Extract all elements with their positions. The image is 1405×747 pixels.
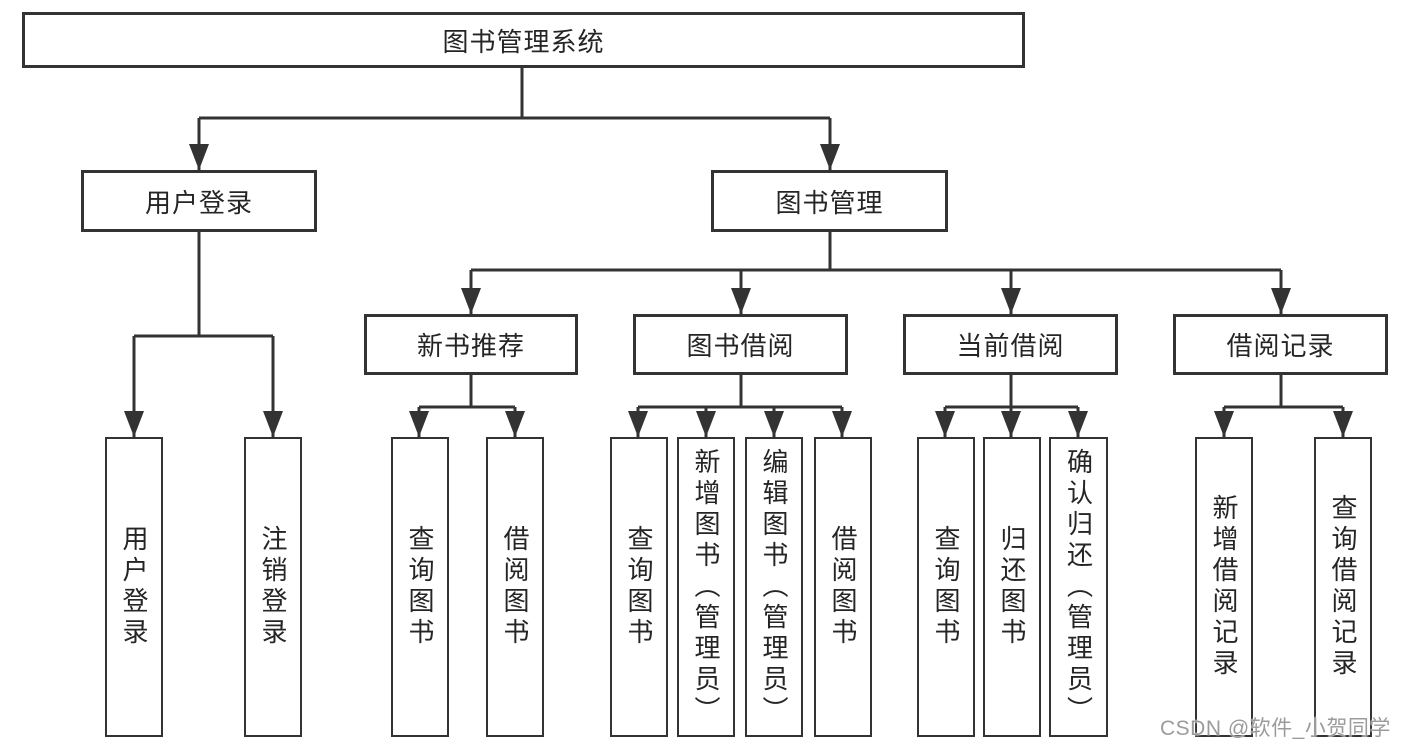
node-query-books-borrowing: 查询图书 (610, 437, 668, 737)
node-book-management-label: 图书管理 (775, 187, 884, 218)
node-borrow-books-recommend-label: 借阅图书 (500, 525, 530, 649)
node-user-login: 用户登录 (81, 170, 317, 232)
node-library-system: 图书管理系统 (22, 12, 1025, 68)
node-library-system-label: 图书管理系统 (442, 26, 605, 57)
node-borrow-books-leaf-label: 借阅图书 (828, 525, 858, 649)
node-query-books-current: 查询图书 (917, 437, 975, 737)
node-logout-leaf-label: 注销登录 (258, 525, 288, 649)
node-borrowing-records: 借阅记录 (1173, 314, 1388, 375)
node-query-books-borrowing-label: 查询图书 (624, 525, 654, 649)
node-new-book-recommend-label: 新书推荐 (416, 331, 525, 361)
node-borrow-books-leaf: 借阅图书 (814, 437, 872, 737)
node-user-login-leaf-label: 用户登录 (119, 525, 149, 649)
node-user-login-label: 用户登录 (144, 187, 253, 218)
node-query-books-recommend-label: 查询图书 (405, 525, 435, 649)
node-current-borrowing-label: 当前借阅 (956, 331, 1065, 361)
watermark-text: CSDN @软件_小贺同学 (1160, 717, 1391, 740)
node-query-borrow-record-label: 查询借阅记录 (1328, 494, 1358, 680)
node-add-books-admin-label: 新增图书（管理员） (691, 447, 721, 727)
node-return-books: 归还图书 (983, 437, 1041, 737)
node-confirm-return-admin-label: 确认归还（管理员） (1063, 447, 1094, 727)
node-book-management: 图书管理 (711, 170, 948, 232)
node-query-books-current-label: 查询图书 (931, 525, 961, 649)
node-confirm-return-admin: 确认归还（管理员） (1049, 437, 1108, 737)
node-add-books-admin: 新增图书（管理员） (677, 437, 735, 737)
node-user-login-leaf: 用户登录 (105, 437, 163, 737)
node-return-books-label: 归还图书 (997, 525, 1027, 649)
node-add-borrow-record: 新增借阅记录 (1195, 437, 1253, 737)
node-book-borrowing-label: 图书借阅 (686, 331, 795, 361)
node-book-borrowing: 图书借阅 (633, 314, 848, 375)
node-query-books-recommend: 查询图书 (391, 437, 449, 737)
node-borrow-books-recommend: 借阅图书 (486, 437, 544, 737)
node-current-borrowing: 当前借阅 (903, 314, 1118, 375)
node-add-borrow-record-label: 新增借阅记录 (1209, 494, 1239, 680)
node-logout-leaf: 注销登录 (244, 437, 302, 737)
node-query-borrow-record: 查询借阅记录 (1314, 437, 1372, 737)
node-borrowing-records-label: 借阅记录 (1226, 331, 1335, 361)
node-edit-books-admin-label: 编辑图书（管理员） (759, 447, 789, 727)
node-new-book-recommend: 新书推荐 (364, 314, 578, 375)
node-edit-books-admin: 编辑图书（管理员） (745, 437, 803, 737)
